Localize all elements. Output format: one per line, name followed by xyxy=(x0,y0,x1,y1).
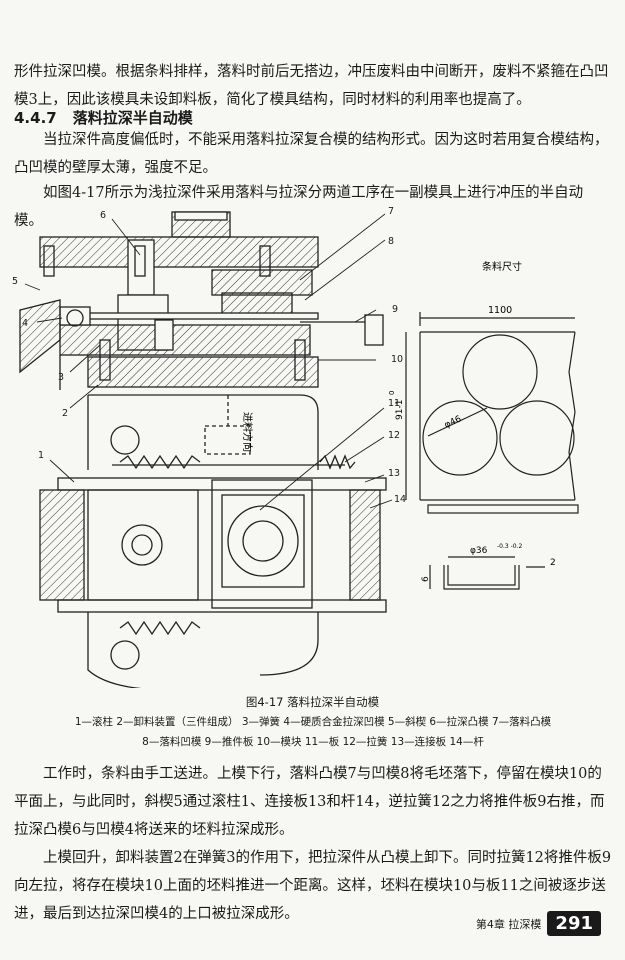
dim-91: 91-1 xyxy=(395,400,405,420)
callout-4: 4 xyxy=(22,318,28,329)
section-heading: 4.4.7 落料拉深半自动模 xyxy=(14,107,193,128)
feed-direction-label: 进料方向 xyxy=(241,412,254,452)
section-view xyxy=(19,211,384,390)
callout-6: 6 xyxy=(100,210,106,221)
callout-3: 3 xyxy=(58,372,64,383)
paragraph-2: 如图4-17所示为浅拉深件采用落料与拉深分两道工序在一副模具上进行冲压的半自动模… xyxy=(14,185,584,229)
plan-view xyxy=(39,394,387,688)
callout-10: 10 xyxy=(391,354,403,365)
dim-1100: 1100 xyxy=(488,305,512,316)
paragraph-3: 工作时，条料由手工送进。上模下行，落料凸模7与凹模8将毛坯落下，停留在模块10的… xyxy=(14,766,605,838)
section-number: 4.4.7 xyxy=(14,109,57,127)
dim-46: φ46 xyxy=(443,414,463,431)
callout-13: 13 xyxy=(388,468,400,479)
callout-5: 5 xyxy=(12,276,18,287)
callouts: 6 7 8 5 9 4 10 3 2 11 12 1 13 14 xyxy=(12,206,406,505)
callout-14: 14 xyxy=(394,494,406,505)
dim-2: 2 xyxy=(550,558,556,568)
section-title: 落料拉深半自动模 xyxy=(72,109,193,127)
page-footer: 第4章 拉深模 291 xyxy=(476,911,601,936)
chapter-label: 第4章 拉深模 xyxy=(475,917,542,931)
dim-36: φ36 xyxy=(470,546,488,556)
strip-title: 条料尺寸 xyxy=(482,260,522,273)
callout-7: 7 xyxy=(388,206,394,217)
figure-legend-line-1: 1—滚柱 2—卸料装置（三件组成） 3—弹簧 4—硬质合金拉深凹模 5—斜楔 6… xyxy=(74,716,552,728)
dim-36-tol: -0.3 -0.2 xyxy=(497,543,523,550)
dim-6: 6 xyxy=(421,576,431,582)
page-number: 291 xyxy=(547,911,601,936)
figure-legend-line-2: 8—落料凹模 9—推件板 10—模块 11—板 12—拉簧 13—连接板 14—… xyxy=(142,736,484,748)
paragraph-4: 上模回升，卸料装置2在弹簧3的作用下，把拉深件从凸模上卸下。同时拉簧12将推件板… xyxy=(14,850,612,922)
paragraph-1: 当拉深件高度偏低时，不能采用落料拉深复合模的结构形式。因为这时若用复合模结构，凸… xyxy=(14,132,609,176)
die-figure: 进料方向 6 7 8 5 9 4 10 3 2 11 12 1 13 14 条料… xyxy=(12,206,579,688)
callout-2: 2 xyxy=(62,408,68,419)
callout-12: 12 xyxy=(388,430,400,441)
callout-8: 8 xyxy=(388,236,394,247)
figure-caption: 图4-17 落料拉深半自动模 xyxy=(245,695,380,709)
callout-11: 11 xyxy=(388,398,400,409)
strip-layout xyxy=(405,312,579,590)
callout-9: 9 xyxy=(392,304,398,315)
callout-1: 1 xyxy=(38,450,44,461)
intro-paragraph: 形件拉深凹模。根据条料排样，落料时前后无搭边，冲压废料由中间断开，废料不紧箍在凸… xyxy=(14,64,609,108)
dim-91-tol: 0 xyxy=(388,391,396,395)
